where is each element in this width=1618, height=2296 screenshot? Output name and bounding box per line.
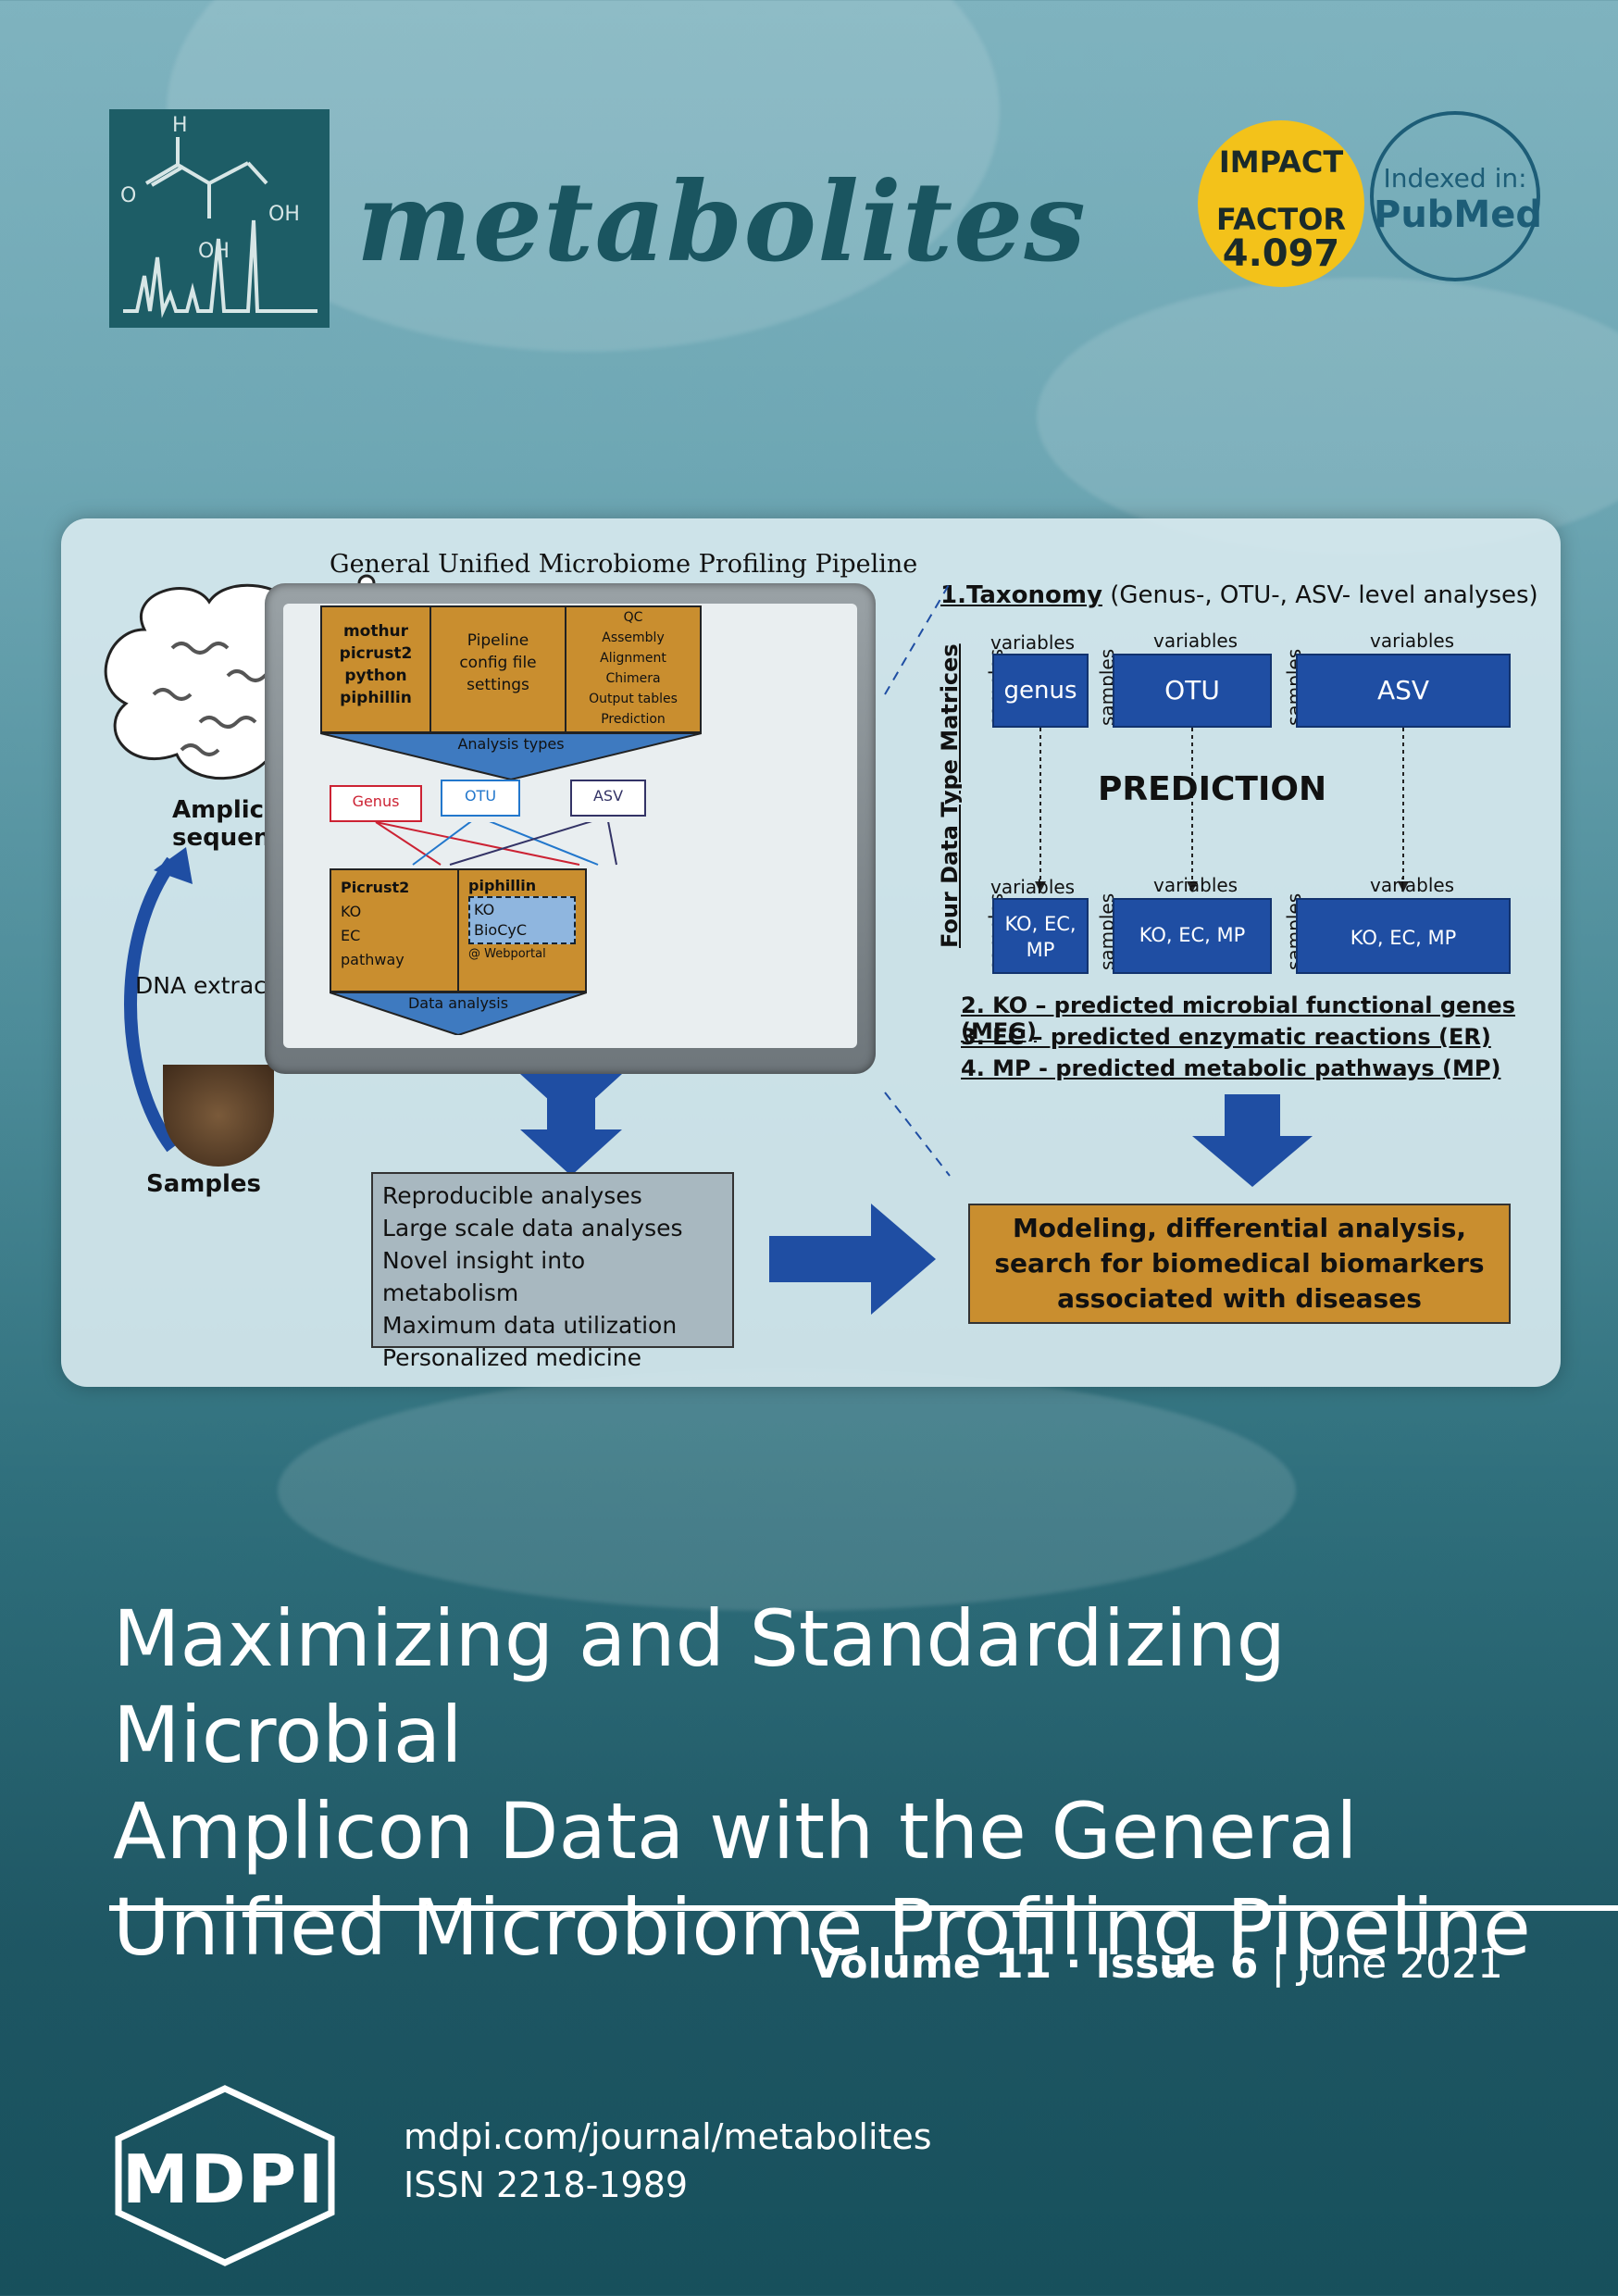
down-arrow-shaft xyxy=(547,1074,595,1139)
article-title: Maximizing and Standardizing Microbial A… xyxy=(113,1591,1557,1976)
benefit-item: Reproducible analyses xyxy=(382,1182,642,1209)
publisher-info: mdpi.com/journal/metabolites ISSN 2218-1… xyxy=(404,2113,932,2209)
genus-matrix: genus xyxy=(992,654,1089,728)
variables-label: variables xyxy=(1153,874,1238,896)
funnel-shape xyxy=(320,733,702,780)
variables-label: variables xyxy=(990,631,1076,654)
variables-label: variables xyxy=(1153,630,1238,652)
prediction-item: 3. EC – predicted enzymatic reactions (E… xyxy=(961,1024,1491,1050)
graphical-abstract: General Unified Microbiome Profiling Pip… xyxy=(61,518,1561,1387)
taxonomy-heading: 1.Taxonomy (Genus-, OTU-, ASV- level ana… xyxy=(940,581,1538,609)
benefit-item: Novel insight into metabolism xyxy=(382,1247,586,1306)
background-blob xyxy=(1037,278,1618,555)
impact-value: 4.097 xyxy=(1222,232,1340,275)
soil-sample-icon xyxy=(163,1065,274,1167)
samples-label: Samples xyxy=(146,1170,261,1198)
svg-text:O: O xyxy=(120,184,136,207)
mdpi-hexagon-logo xyxy=(115,2085,335,2266)
variables-label: variables xyxy=(1370,874,1455,896)
asv-matrix: ASV xyxy=(1296,654,1511,728)
journal-logo: H O OH OH xyxy=(109,109,330,328)
prediction-item: 2. KO – predicted microbial functional g… xyxy=(961,992,1515,1044)
data-analysis-label: Data analysis xyxy=(407,994,509,1012)
right-arrow-icon xyxy=(769,1204,936,1315)
impact-factor-badge: IMPACT FACTOR 4.097 xyxy=(1198,120,1364,287)
svg-text:OH: OH xyxy=(198,240,230,263)
title-line: Amplicon Data with the General xyxy=(113,1786,1358,1877)
benefits-list: Reproducible analyses Large scale data a… xyxy=(371,1172,734,1371)
pubmed-label: PubMed xyxy=(1374,193,1542,236)
benefit-item: Large scale data analyses xyxy=(382,1215,683,1242)
journal-url[interactable]: mdpi.com/journal/metabolites xyxy=(404,2116,932,2157)
benefit-item: Personalized medicine xyxy=(382,1344,642,1371)
issue-info: Volume 11 · Issue 6 | June 2021 xyxy=(810,1940,1503,1988)
otu-matrix: OTU xyxy=(1113,654,1272,728)
issn: ISSN 2218-1989 xyxy=(404,2165,689,2205)
molecule-chromatogram-icon: H O OH OH xyxy=(120,114,317,318)
prediction-label: PREDICTION xyxy=(1098,770,1327,808)
mdpi-logo-text: MDPI xyxy=(122,2140,325,2218)
pubmed-badge: Indexed in: PubMed xyxy=(1370,111,1542,281)
curved-arrow-icon xyxy=(124,847,193,1153)
title-line: Unified Microbiome Profiling Pipeline xyxy=(113,1882,1531,1973)
title-line: Maximizing and Standardizing Microbial xyxy=(113,1593,1287,1780)
svg-text:OH: OH xyxy=(268,203,300,226)
type-arrows xyxy=(375,822,617,866)
asv-prediction-matrix: KO, EC, MP xyxy=(1296,898,1511,974)
impact-label: IMPACT xyxy=(1218,144,1344,180)
indexed-in-label: Indexed in: xyxy=(1383,163,1527,193)
prediction-dotted-arrows xyxy=(1035,728,1409,892)
down-arrow-head xyxy=(520,1129,622,1176)
otu-prediction-matrix: KO, EC, MP xyxy=(1113,898,1272,974)
divider xyxy=(109,1905,1618,1911)
analysis-types-label: Analysis types xyxy=(457,735,565,753)
variables-label: variables xyxy=(1370,630,1455,652)
variables-label: variables xyxy=(990,876,1076,898)
modeling-box: Modeling, differential analysis, search … xyxy=(968,1204,1511,1324)
genus-type-box: Genus xyxy=(330,785,422,822)
down-arrow-icon xyxy=(1192,1094,1313,1187)
genus-prediction-matrix: KO, EC, MP xyxy=(992,898,1089,974)
journal-title: metabolites xyxy=(356,157,1087,286)
otu-type-box: OTU xyxy=(441,780,520,817)
background-blob xyxy=(278,1370,1296,1611)
svg-text:H: H xyxy=(172,114,188,137)
data-analysis-funnel xyxy=(330,992,587,1035)
benefit-item: Maximum data utilization xyxy=(382,1312,678,1339)
factor-label: FACTOR xyxy=(1215,202,1347,237)
dashed-connectors xyxy=(884,582,951,1177)
pipeline-title: General Unified Microbiome Profiling Pip… xyxy=(330,550,918,579)
prediction-item: 4. MP - predicted metabolic pathways (MP… xyxy=(961,1055,1501,1081)
asv-type-box: ASV xyxy=(570,780,646,817)
